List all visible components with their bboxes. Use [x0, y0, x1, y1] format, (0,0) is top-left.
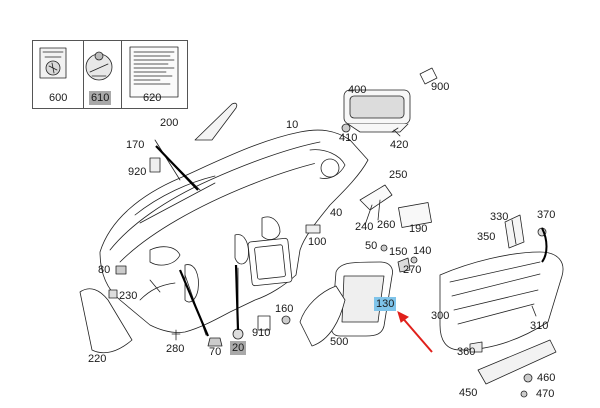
clip-50	[380, 244, 388, 252]
part-label-200: 200	[160, 117, 179, 129]
part-label-900: 900	[431, 81, 450, 93]
clip-100	[305, 224, 321, 234]
part-label-250: 250	[389, 169, 408, 181]
clip-230	[108, 289, 118, 299]
part-label-360: 360	[457, 346, 476, 358]
screw-310	[531, 305, 537, 317]
part-label-230: 230	[119, 290, 138, 302]
airbag-sticker-icon	[85, 51, 113, 81]
part-label-270: 270	[403, 264, 422, 276]
arrow-170	[155, 145, 199, 191]
clip-920	[149, 157, 161, 173]
part-label-170: 170	[126, 139, 145, 151]
lower-panel-500	[299, 285, 346, 347]
frame-190	[398, 202, 432, 228]
part-label-350: 350	[477, 231, 496, 243]
screw-470	[520, 390, 528, 398]
screw-460	[523, 373, 533, 383]
part-label-300: 300	[431, 310, 450, 322]
clip-20	[232, 328, 244, 340]
part-label-40: 40	[330, 207, 343, 219]
info-sticker-icon	[129, 46, 179, 98]
arrow-20	[234, 264, 240, 331]
bezel-130	[330, 261, 393, 337]
part-label-450: 450	[459, 387, 478, 399]
warning-sticker-icon	[39, 47, 67, 79]
part-label-160: 160	[275, 303, 294, 315]
part-label-130: 130	[374, 297, 397, 311]
clip-80	[115, 265, 127, 275]
dashboard-body	[99, 129, 369, 333]
part-label-50: 50	[365, 240, 378, 252]
screw-70	[207, 337, 223, 347]
bracket-250	[359, 184, 393, 226]
part-label-420: 420	[390, 139, 409, 151]
arrow-70	[178, 269, 210, 337]
part-label-310: 310	[530, 320, 549, 332]
part-label-500: 500	[330, 336, 349, 348]
bracket-910	[257, 315, 271, 331]
part-label-10: 10	[286, 119, 299, 131]
trim-strip-200	[194, 102, 238, 141]
part-label-240: 240	[355, 221, 374, 233]
bracket-450	[477, 339, 557, 385]
part-label-220: 220	[88, 353, 107, 365]
glovebox-300	[439, 251, 564, 351]
part-label-100: 100	[308, 236, 327, 248]
part-label-260: 260	[377, 219, 396, 231]
part-label-910: 910	[252, 327, 271, 339]
sticker-panel	[32, 40, 188, 109]
red-indicator-arrow	[397, 311, 433, 353]
display-unit-400	[343, 89, 411, 133]
arrow-300	[541, 227, 548, 263]
hinge-330	[504, 214, 525, 249]
part-label-330: 330	[490, 211, 509, 223]
part-label-410: 410	[339, 132, 358, 144]
part-label-190: 190	[409, 223, 428, 235]
side-cover-220	[79, 288, 133, 354]
part-label-400: 400	[348, 84, 367, 96]
part-label-610: 610	[89, 91, 112, 105]
part-label-140: 140	[413, 245, 432, 257]
screw-420	[391, 127, 401, 137]
part-label-920: 920	[128, 166, 147, 178]
part-label-620: 620	[143, 92, 162, 104]
part-label-460: 460	[537, 372, 556, 384]
clip-150	[397, 257, 411, 273]
part-label-470: 470	[536, 388, 555, 400]
clip-360	[469, 341, 483, 353]
sticker-cell-600	[33, 41, 84, 108]
plug-160	[281, 315, 291, 325]
clip-140	[410, 256, 418, 264]
part-label-600: 600	[49, 92, 68, 104]
clip-410	[341, 123, 351, 133]
part-label-280: 280	[166, 343, 185, 355]
part-label-70: 70	[209, 346, 222, 358]
part-label-370: 370	[537, 209, 556, 221]
part-label-80: 80	[98, 264, 111, 276]
bracket-900	[419, 67, 438, 85]
part-label-150: 150	[389, 246, 408, 258]
part-label-20: 20	[230, 341, 247, 355]
screw-280	[171, 329, 181, 341]
sticker-cell-610	[83, 41, 122, 108]
